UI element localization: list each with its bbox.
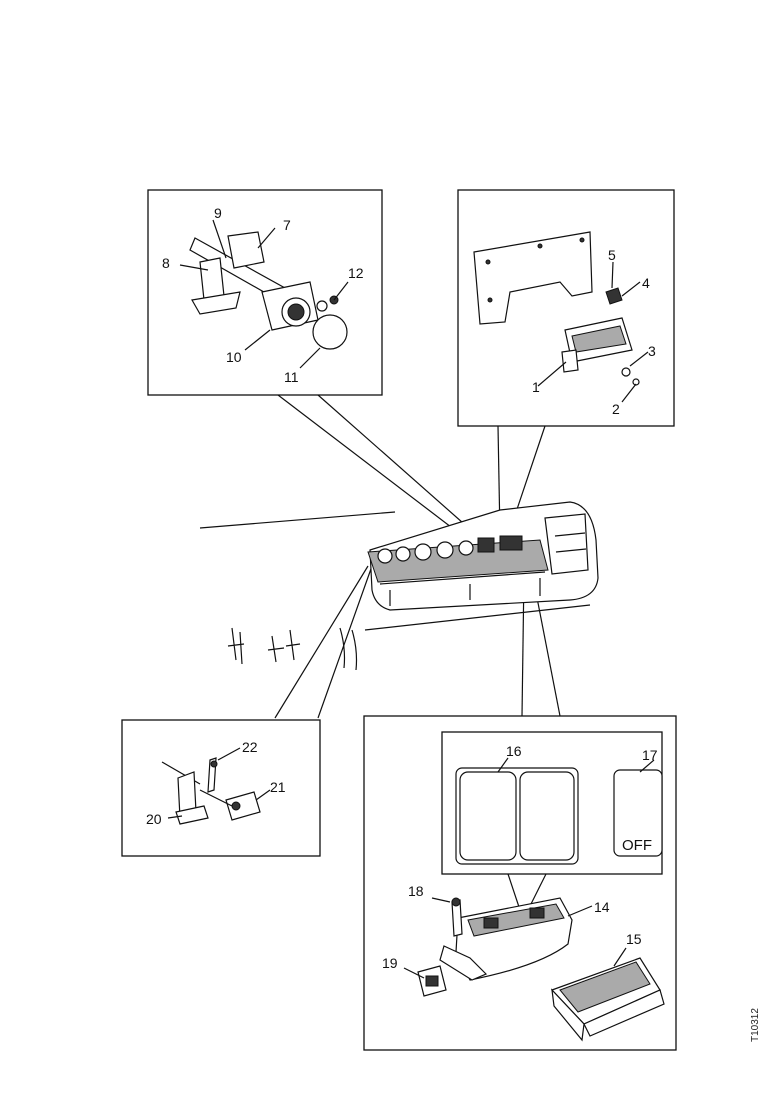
callout-17: 17 <box>642 747 658 763</box>
callout-11: 11 <box>284 369 299 385</box>
panel-leader-lines <box>274 394 561 719</box>
callout-20: 20 <box>146 811 162 827</box>
callout-3: 3 <box>648 343 656 359</box>
callout-2: 2 <box>612 401 620 417</box>
callout-15: 15 <box>626 931 642 947</box>
switch-panel-cover <box>550 957 665 1042</box>
double-switch-detail <box>455 767 579 865</box>
callout-5: 5 <box>608 247 616 263</box>
callout-7: 7 <box>283 217 291 233</box>
callout-19: 19 <box>382 955 398 971</box>
callout-22: 22 <box>242 739 258 755</box>
callout-9: 9 <box>214 205 222 221</box>
panel-bracket-assembly <box>473 231 640 386</box>
document-id: T10312 <box>750 1008 761 1042</box>
callout-21: 21 <box>270 779 286 795</box>
callout-10: 10 <box>226 349 242 365</box>
callout-16: 16 <box>506 743 522 759</box>
callout-1: 1 <box>532 379 540 395</box>
callout-12: 12 <box>348 265 364 281</box>
switch-panel-housing <box>417 897 573 997</box>
callout-18: 18 <box>408 883 424 899</box>
panel-bottom-left <box>121 719 321 857</box>
off-switch-detail: OFF <box>613 769 663 857</box>
callout-4: 4 <box>642 275 650 291</box>
mirror-bracket-assembly <box>189 231 348 350</box>
bracket-clip-assembly <box>161 757 261 825</box>
vehicle-seat-row <box>377 535 523 564</box>
callout-14: 14 <box>594 899 610 915</box>
off-switch-label: OFF <box>622 837 652 854</box>
vehicle-overview <box>199 501 599 671</box>
callout-8: 8 <box>162 255 170 271</box>
